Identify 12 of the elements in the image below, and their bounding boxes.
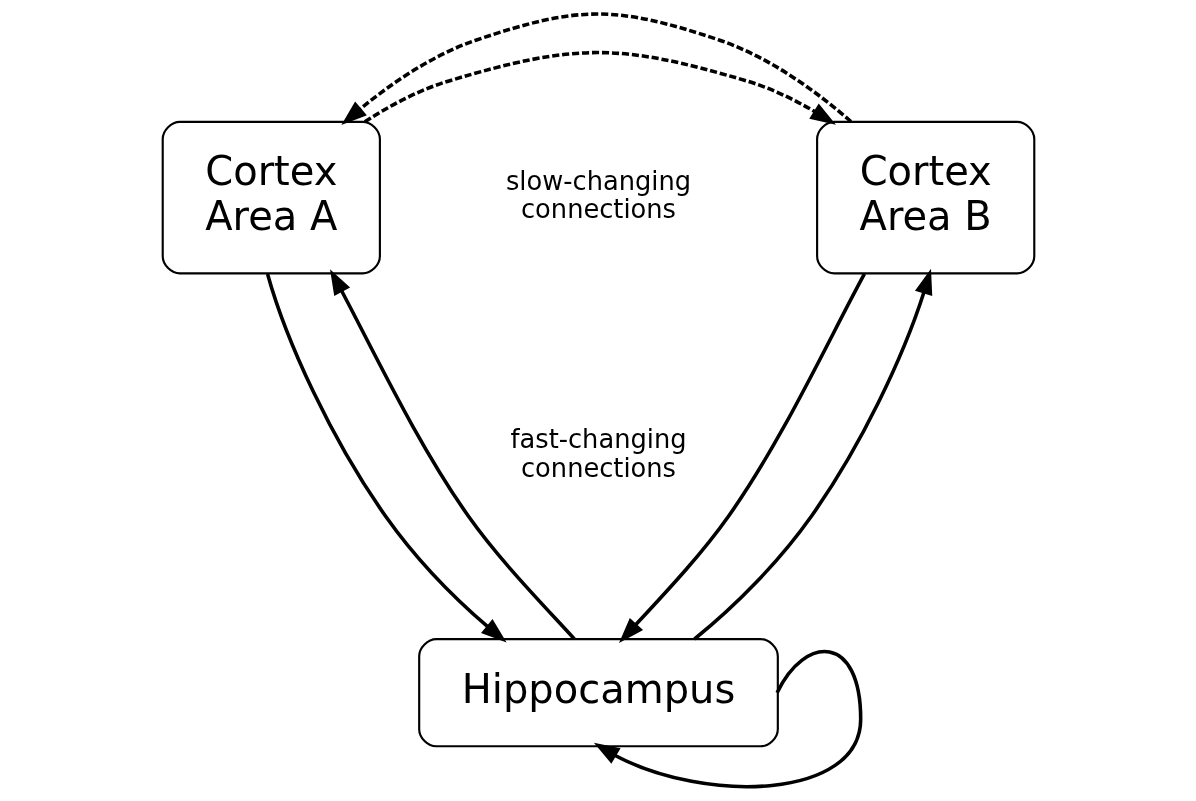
node-box: Hippocampus (417, 638, 779, 748)
arrow (363, 50, 836, 125)
arrow (692, 268, 932, 641)
arrow (618, 273, 866, 643)
arrow (265, 273, 507, 643)
label: slow-changing connections (505, 165, 691, 225)
arrow (329, 269, 576, 641)
node-box: Cortex Area A (161, 120, 381, 275)
arrow (593, 650, 862, 789)
label: fast-changing connections (509, 424, 687, 483)
node-box: Cortex Area B (815, 120, 1035, 275)
arrow (340, 12, 852, 126)
